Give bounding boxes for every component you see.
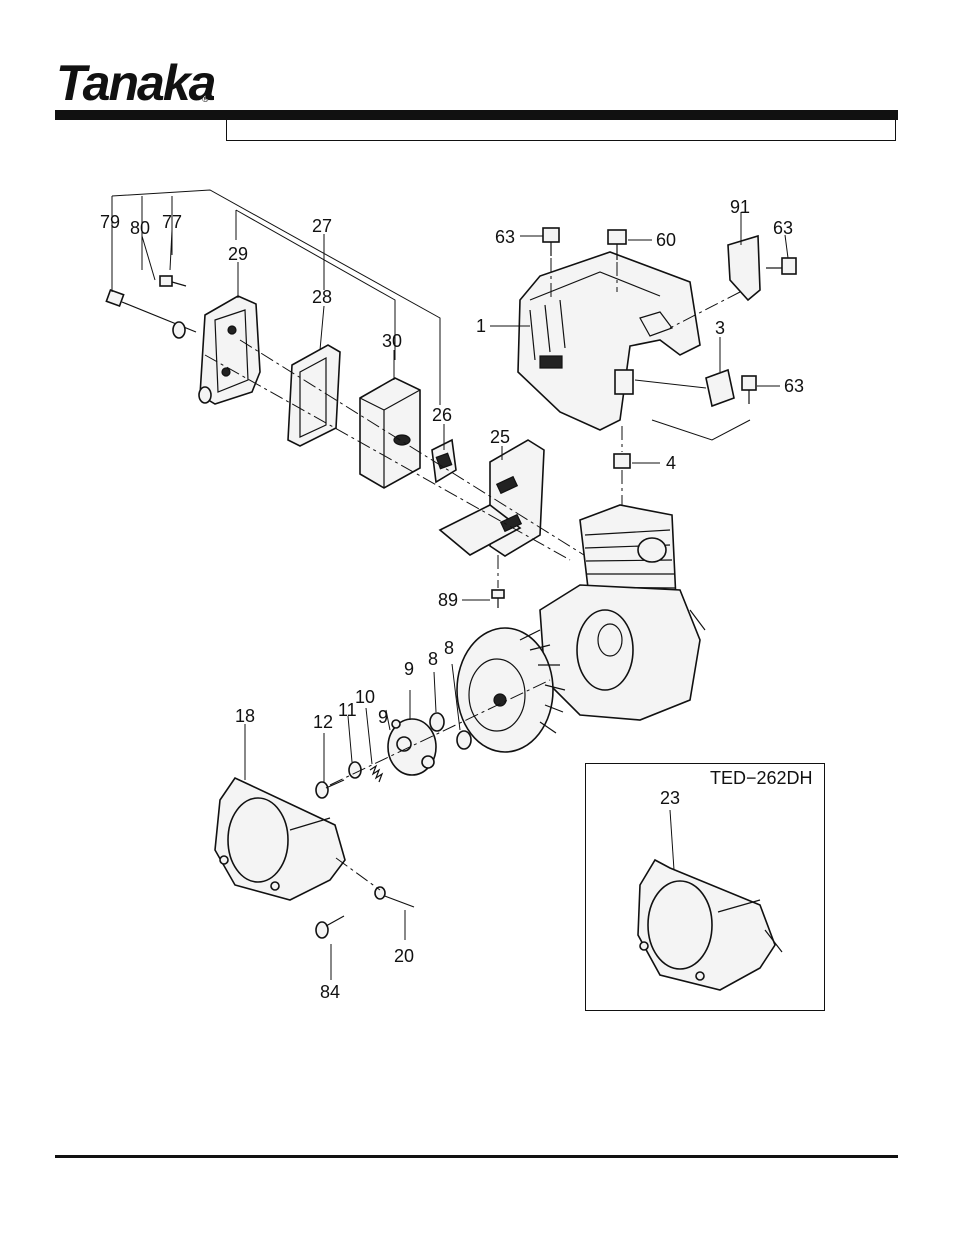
bolt-63-b [766, 258, 796, 274]
callout-11: 11 [338, 700, 357, 720]
bracket-91 [728, 236, 760, 300]
callout-8-a: 8 [428, 649, 438, 669]
callout-63-c: 63 [784, 376, 804, 396]
callout-84: 84 [320, 982, 340, 1002]
screw-89 [492, 590, 504, 608]
callout-10: 10 [355, 687, 375, 707]
muffler-cover-29 [199, 296, 260, 404]
bolt-63-c [742, 376, 756, 404]
callout-77: 77 [162, 212, 182, 232]
callout-4: 4 [666, 453, 676, 473]
muffler-30 [360, 378, 420, 488]
bolt-84 [316, 916, 344, 938]
callout-9-b: 9 [404, 659, 414, 679]
heat-shield-25 [440, 440, 544, 556]
bolt-12 [316, 780, 344, 798]
bolt-77 [160, 276, 186, 286]
spacer-4 [614, 454, 630, 468]
callout-20: 20 [394, 946, 414, 966]
callout-12: 12 [313, 712, 333, 732]
footer-rule [55, 1155, 898, 1158]
callout-1: 1 [476, 316, 486, 336]
callout-25: 25 [490, 427, 510, 447]
washer-8-a [430, 713, 444, 731]
callout-63-b: 63 [773, 218, 793, 238]
callout-28: 28 [312, 287, 332, 307]
callout-91: 91 [730, 197, 750, 217]
callout-8-b: 8 [444, 638, 454, 658]
callout-26: 26 [432, 405, 452, 425]
washer-8-b [457, 731, 471, 749]
spring-10 [370, 766, 382, 782]
washer-80 [173, 322, 185, 338]
pin-20 [382, 895, 414, 907]
callout-80: 80 [130, 218, 150, 238]
callout-63-a: 63 [495, 227, 515, 247]
callout-18: 18 [235, 706, 255, 726]
callout-30: 30 [382, 331, 402, 351]
callout-3: 3 [715, 318, 725, 338]
engine-cover-1 [518, 252, 700, 430]
callout-89: 89 [438, 590, 458, 610]
callout-29: 29 [228, 244, 248, 264]
part-3 [706, 370, 734, 406]
callout-9-a: 9 [378, 707, 388, 727]
callout-79: 79 [100, 212, 120, 232]
bolt-63-a [543, 228, 559, 256]
cylinder-crankcase [540, 505, 705, 720]
clutch-9 [388, 719, 436, 775]
washer-11 [349, 762, 361, 778]
gasket-28 [288, 345, 340, 446]
inset-box [585, 763, 825, 1011]
callout-60: 60 [656, 230, 676, 250]
callout-27: 27 [312, 216, 332, 236]
